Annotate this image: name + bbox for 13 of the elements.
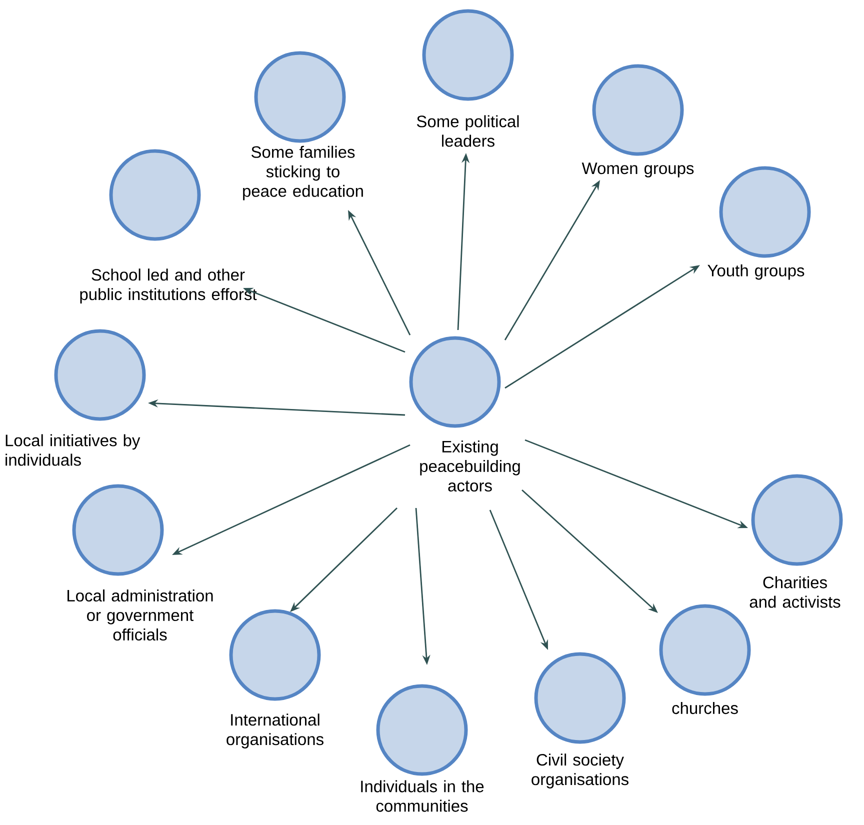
- node-label: Charities and activists: [750, 576, 840, 608]
- node-label: Women groups: [582, 162, 694, 178]
- node-label: Local administration or government officials: [68, 589, 213, 641]
- node-label: Some political leaders: [416, 115, 519, 147]
- node-label: Civil society organisations: [532, 754, 628, 788]
- node-label: churches: [672, 702, 738, 714]
- node-label: Some families sticking to peace education: [243, 146, 363, 200]
- node-label: Individuals in the communities: [361, 780, 484, 812]
- node-label: Existing peacebuilding actors: [420, 440, 520, 492]
- node-label: School led and other public institutions efforst: [80, 268, 257, 304]
- node-label: International organisations: [226, 714, 324, 748]
- node-label: Local initiatives by individuals: [6, 434, 140, 466]
- node-label: Youth groups: [708, 264, 804, 280]
